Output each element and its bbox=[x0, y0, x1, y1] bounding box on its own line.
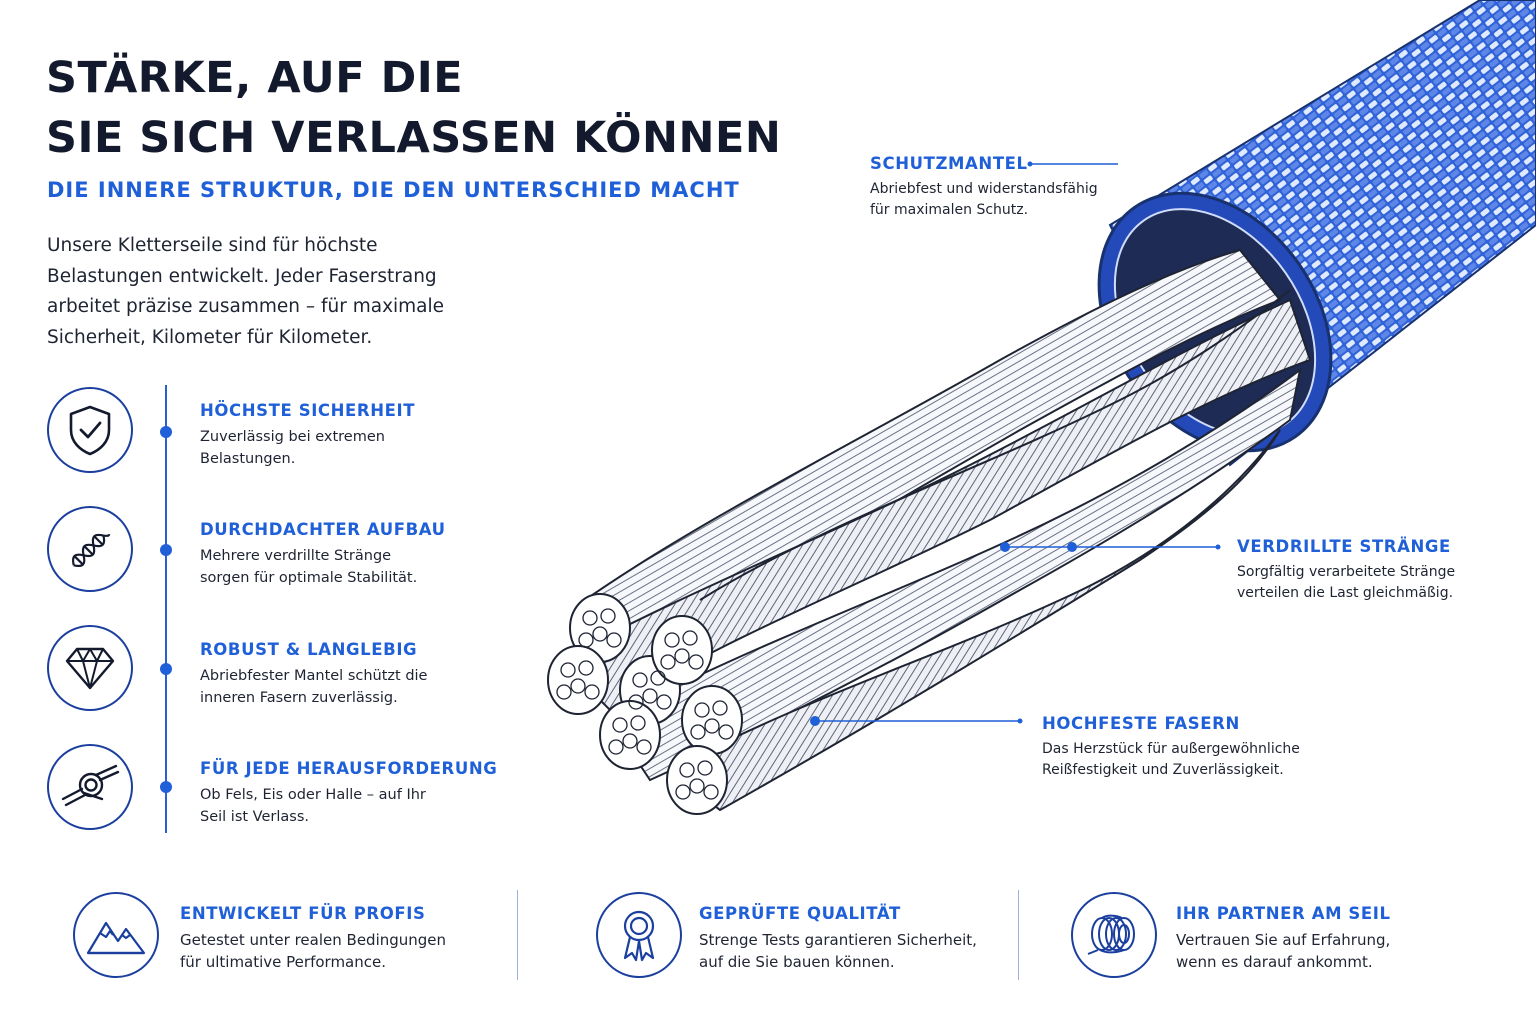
feature-dot bbox=[160, 426, 172, 438]
bottom-item: IHR PARTNER AM SEIL Vertrauen Sie auf Er… bbox=[1176, 904, 1391, 973]
award-ribbon-icon bbox=[596, 892, 682, 978]
feature-title: HÖCHSTE SICHERHEIT bbox=[200, 401, 416, 420]
feature-title: DURCHDACHTER AUFBAU bbox=[200, 520, 446, 539]
bottom-title: ENTWICKELT FÜR PROFIS bbox=[180, 904, 426, 923]
feature-title: FÜR JEDE HERAUSFORDERUNG bbox=[200, 759, 498, 778]
shield-check-icon bbox=[47, 387, 133, 473]
title-line-2: SIE SICH VERLASSEN KÖNNEN bbox=[46, 113, 782, 163]
bottom-description: Strenge Tests garantieren Sicherheit,auf… bbox=[699, 931, 977, 971]
feature-dot bbox=[160, 544, 172, 556]
callout-schutzmantel: SCHUTZMANTEL Abriebfest und widerstandsf… bbox=[870, 154, 1098, 221]
feature-item: DURCHDACHTER AUFBAU Mehrere verdrillte S… bbox=[200, 520, 480, 589]
callout-title: SCHUTZMANTEL bbox=[870, 154, 1028, 173]
rope-illustration bbox=[547, 0, 1536, 815]
page-title: STÄRKE, AUF DIE SIE SICH VERLASSEN KÖNNE… bbox=[46, 48, 781, 168]
bottom-item: GEPRÜFTE QUALITÄT Strenge Tests garantie… bbox=[699, 904, 977, 973]
bottom-description: Vertrauen Sie auf Erfahrung,wenn es dara… bbox=[1176, 931, 1391, 971]
rope-coil-icon bbox=[1071, 892, 1157, 978]
callout-fasern: HOCHFESTE FASERN Das Herzstück für außer… bbox=[1042, 714, 1300, 781]
page-subtitle: DIE INNERE STRUKTUR, DIE DEN UNTERSCHIED… bbox=[47, 178, 740, 202]
callout-straenge: VERDRILLTE STRÄNGE Sorgfältig verarbeite… bbox=[1237, 537, 1455, 604]
intro-text: Unsere Kletterseile sind für höchste Bel… bbox=[47, 235, 445, 348]
feature-item: FÜR JEDE HERAUSFORDERUNG Ob Fels, Eis od… bbox=[200, 759, 497, 828]
feature-dot bbox=[160, 781, 172, 793]
feature-dot bbox=[160, 663, 172, 675]
feature-item: ROBUST & LANGLEBIG Abriebfester Mantel s… bbox=[200, 640, 480, 709]
callout-title: VERDRILLTE STRÄNGE bbox=[1237, 537, 1451, 556]
diamond-icon bbox=[47, 625, 133, 711]
title-line-1: STÄRKE, AUF DIE bbox=[46, 53, 464, 103]
bottom-item: ENTWICKELT FÜR PROFIS Getestet unter rea… bbox=[180, 904, 446, 973]
knot-icon bbox=[47, 744, 133, 830]
bottom-title: IHR PARTNER AM SEIL bbox=[1176, 904, 1391, 923]
bottom-divider bbox=[517, 890, 518, 980]
feature-item: HÖCHSTE SICHERHEIT Zuverlässig bei extre… bbox=[200, 401, 480, 470]
feature-timeline-line bbox=[165, 385, 167, 833]
mountains-icon bbox=[73, 892, 159, 978]
twisted-rope-icon bbox=[47, 506, 133, 592]
feature-title: ROBUST & LANGLEBIG bbox=[200, 640, 418, 659]
bottom-divider bbox=[1018, 890, 1019, 980]
bottom-title: GEPRÜFTE QUALITÄT bbox=[699, 904, 901, 923]
callout-title: HOCHFESTE FASERN bbox=[1042, 714, 1240, 733]
